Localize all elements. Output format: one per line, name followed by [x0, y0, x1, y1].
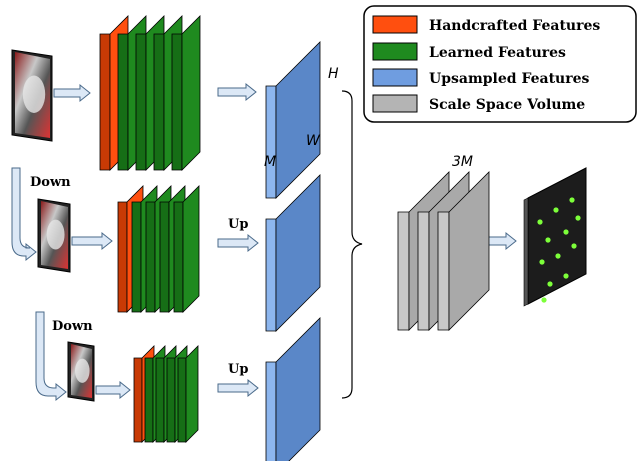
layer-edge	[117, 201, 128, 313]
upsampled-block-2	[265, 174, 321, 332]
keypoint-dot	[563, 229, 569, 235]
down-label-1: Down	[30, 175, 71, 190]
legend-label: Upsampled Features	[429, 71, 590, 87]
arrow-image-to-features-2	[71, 231, 113, 251]
legend-item-upsampled: Upsampled Features	[372, 68, 590, 87]
merge-bracket	[341, 90, 363, 399]
arrow-down-1	[11, 167, 37, 262]
legend-label: Learned Features	[429, 45, 566, 61]
layer-edge	[265, 361, 277, 461]
layer-edge	[437, 211, 450, 331]
arrow-image-to-features-3	[95, 380, 131, 400]
feature-stack-scale-1	[99, 15, 201, 171]
layer-face	[181, 15, 201, 171]
keypoint-dot	[541, 297, 547, 303]
layer-edge	[265, 85, 277, 199]
layer-edge	[145, 201, 156, 313]
legend-label: Handcrafted Features	[429, 18, 600, 34]
legend-item-scale-space: Scale Space Volume	[372, 94, 585, 113]
legend-swatch	[372, 42, 418, 61]
arrow-image-to-features-1	[53, 83, 91, 103]
layer-face	[185, 345, 199, 443]
layer-edge	[265, 218, 277, 332]
keypoint-dot	[553, 207, 559, 213]
arrow-down-2	[35, 311, 67, 402]
statue-highlight	[46, 219, 65, 250]
keypoint-dot	[571, 243, 577, 249]
layer-edge	[166, 357, 176, 443]
dim-3m-label: 3M	[452, 154, 473, 170]
layer-edge	[397, 211, 410, 331]
layer-face	[275, 41, 321, 199]
legend-swatch	[372, 94, 418, 113]
scale-space-volume	[397, 171, 490, 331]
layer-edge	[171, 33, 183, 171]
input-image-scale-3	[67, 341, 95, 402]
statue-highlight	[22, 75, 46, 113]
layer-edge	[131, 201, 142, 313]
keypoint-dot	[569, 197, 575, 203]
legend: Handcrafted Features Learned Features Up…	[363, 5, 637, 123]
legend-box	[363, 5, 637, 123]
up-label-1: Up	[228, 217, 248, 232]
input-images	[11, 49, 95, 402]
keypoint-dot	[547, 281, 553, 287]
output-keypoint-map	[523, 167, 587, 307]
layer-edge	[417, 211, 430, 331]
legend-item-learned: Learned Features	[372, 42, 566, 61]
layer-face	[448, 171, 490, 331]
input-image-scale-1	[11, 49, 53, 142]
scale-layer	[437, 171, 490, 331]
layer-edge	[177, 357, 187, 443]
statue-highlight	[75, 358, 90, 383]
feature-stack-scale-2	[117, 185, 200, 313]
layer-face	[275, 317, 321, 461]
learned-layer	[171, 15, 201, 171]
layer-edge	[117, 33, 129, 171]
feature-stacks	[99, 15, 201, 443]
layer-edge	[99, 33, 111, 171]
keypoint-dot	[537, 219, 543, 225]
legend-label: Scale Space Volume	[429, 97, 585, 113]
legend-swatch	[372, 15, 418, 34]
arrow-features-to-upsampled-1	[217, 82, 257, 102]
keypoint-dot	[545, 237, 551, 243]
layer-edge	[133, 357, 143, 443]
layer-face	[182, 185, 200, 313]
input-image-scale-2	[37, 198, 71, 273]
learned-layer	[173, 185, 200, 313]
keypoint-dot	[555, 253, 561, 259]
dim-w-label: W	[306, 133, 321, 149]
up-label-2: Up	[228, 362, 248, 377]
layer-edge	[159, 201, 170, 313]
upsampled-blocks	[265, 41, 321, 461]
upsampled-block-1	[265, 41, 321, 199]
arrow-up-3	[217, 378, 259, 398]
keypoint-dot	[575, 215, 581, 221]
keypoint-dot	[563, 273, 569, 279]
keypoint-map-edge	[523, 197, 529, 307]
feature-stack-scale-3	[133, 345, 199, 443]
dim-h-label: H	[328, 66, 339, 82]
down-label-2: Down	[52, 319, 93, 334]
dim-m-label: M	[264, 154, 276, 170]
learned-layer	[177, 345, 199, 443]
keypoint-dot	[539, 259, 545, 265]
legend-swatch	[372, 68, 418, 87]
legend-item-handcrafted: Handcrafted Features	[372, 15, 600, 34]
layer-edge	[173, 201, 184, 313]
upsampled-block-3	[265, 317, 321, 461]
layer-edge	[144, 357, 154, 443]
keypoint-map-frame	[527, 167, 587, 305]
layer-edge	[155, 357, 165, 443]
layer-face	[275, 174, 321, 332]
flow-arrows	[11, 82, 517, 402]
arrow-up-2	[217, 233, 259, 253]
layer-edge	[135, 33, 147, 171]
layer-edge	[153, 33, 165, 171]
